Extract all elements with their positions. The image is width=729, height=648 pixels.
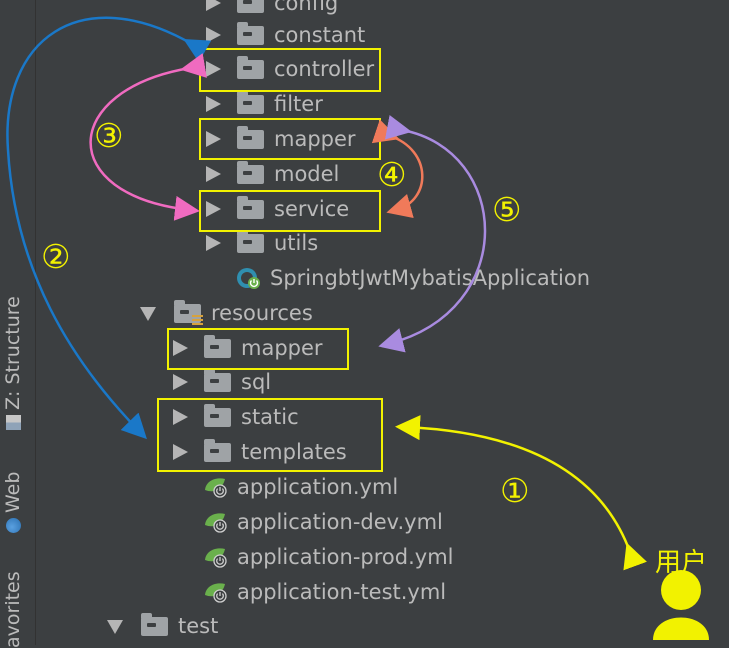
folder-icon (141, 612, 168, 636)
spring-yml-icon (205, 548, 227, 568)
marker-4: ④ (377, 155, 407, 194)
folder-icon (237, 125, 264, 149)
marker-3: ③ (94, 116, 124, 155)
folder-icon (237, 90, 264, 114)
tree-item-service[interactable]: service (206, 192, 349, 226)
folder-icon (237, 55, 264, 79)
arrow-1 (395, 415, 647, 571)
marker-5: ⑤ (492, 190, 522, 229)
arrow-2 (6, 16, 212, 440)
spring-yml-icon (205, 583, 227, 603)
tree-item-application-yml[interactable]: application.yml (203, 470, 398, 504)
spring-yml-icon (205, 478, 227, 498)
tool-window-strip: Z: Structure Web avorites (0, 0, 36, 648)
tree-item-application-test-yml[interactable]: application-test.yml (203, 575, 446, 609)
arrow-5 (378, 114, 487, 353)
expand-arrow-icon[interactable] (173, 444, 188, 460)
spring-boot-class-icon (237, 268, 260, 289)
arrow-3 (89, 53, 207, 221)
expand-arrow-icon[interactable] (206, 27, 221, 43)
tree-item-templates[interactable]: templates (173, 435, 347, 469)
folder-icon (237, 195, 264, 219)
user-icon (653, 570, 709, 640)
folder-icon (237, 0, 264, 13)
tree-item-constant[interactable]: constant (206, 18, 365, 52)
folder-icon (204, 438, 231, 462)
folder-icon (237, 160, 264, 184)
tree-item-test[interactable]: test (107, 609, 218, 643)
tree-item-config[interactable]: config (206, 0, 338, 20)
spring-yml-icon (205, 513, 227, 533)
folder-icon (237, 21, 264, 45)
tree-item-application-class[interactable]: SpringbtJwtMybatisApplication (236, 261, 590, 295)
marker-1: ① (500, 471, 530, 510)
marker-2: ② (41, 237, 71, 276)
folder-icon (237, 229, 264, 253)
tree-item-model[interactable]: model (206, 157, 339, 191)
user-label: 用户 (655, 548, 708, 578)
expand-arrow-icon[interactable] (206, 0, 221, 11)
collapse-arrow-icon[interactable] (107, 620, 123, 634)
tree-item-controller[interactable]: controller (206, 52, 374, 86)
